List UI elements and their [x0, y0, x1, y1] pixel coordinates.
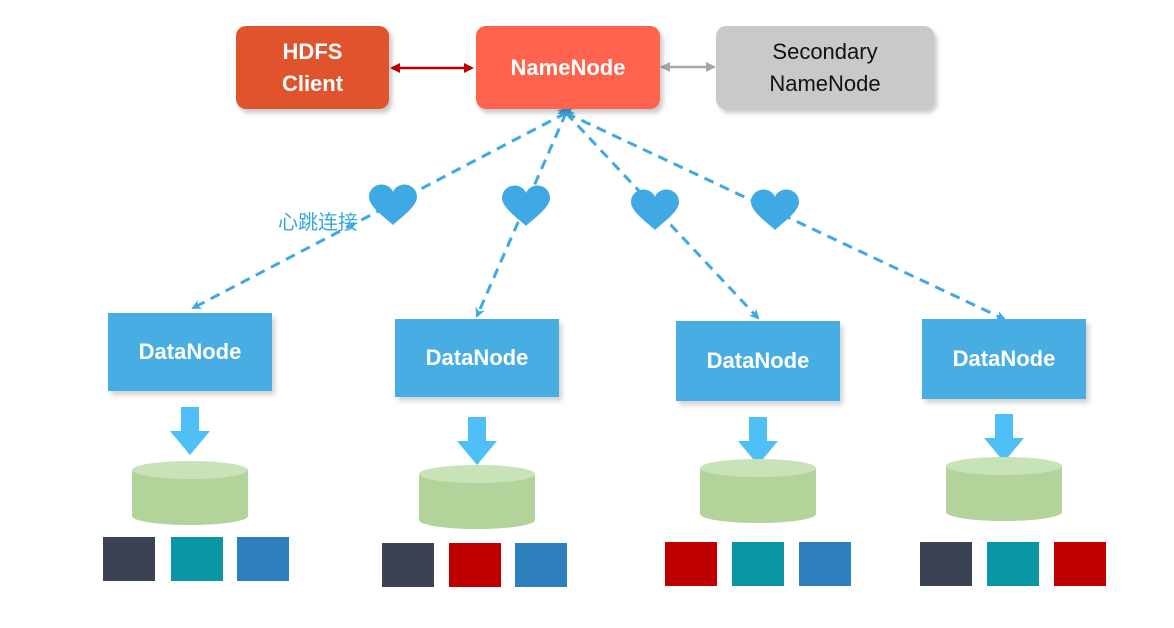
datanode-3-label: DataNode: [706, 348, 810, 374]
hdfs-client-node: HDFS Client: [236, 26, 389, 109]
data-block-teal: [987, 542, 1039, 586]
down-arrow-icon: [738, 417, 778, 465]
heart-icons: [369, 184, 799, 230]
secondary-line2: NameNode: [769, 70, 881, 96]
datanode-2: DataNode: [395, 319, 559, 397]
secondary-namenode-node: Secondary NameNode: [716, 26, 934, 109]
datanode-1-label: DataNode: [138, 339, 242, 365]
data-block-red: [449, 543, 501, 587]
data-block-blue: [799, 542, 851, 586]
data-block-red: [665, 542, 717, 586]
down-arrow-icon: [457, 417, 497, 465]
disks: [132, 457, 1062, 529]
secondary-line1: Secondary: [772, 38, 878, 64]
disk-3: [700, 459, 816, 523]
heartbeat-label: 心跳连接: [278, 210, 358, 234]
down-arrows: [170, 407, 1024, 465]
datanode-2-label: DataNode: [425, 345, 529, 371]
heart-icon: [502, 185, 550, 226]
heart-icon: [631, 189, 679, 230]
hdfs-client-line2: Client: [281, 70, 344, 96]
data-block-teal: [171, 537, 223, 581]
data-block-navy: [103, 537, 155, 581]
data-block-blue: [515, 543, 567, 587]
data-block-navy: [920, 542, 972, 586]
down-arrow-icon: [984, 414, 1024, 462]
heart-icon: [751, 189, 799, 230]
datanode-4: DataNode: [922, 319, 1086, 399]
data-block-red: [1054, 542, 1106, 586]
namenode-label: NameNode: [510, 54, 626, 80]
data-block-blue: [237, 537, 289, 581]
disk-4: [946, 457, 1062, 521]
down-arrow-icon: [170, 407, 210, 455]
data-blocks: [103, 537, 1106, 587]
disk-1: [132, 461, 248, 525]
namenode-node: NameNode: [476, 26, 660, 109]
hdfs-client-line1: HDFS: [282, 38, 343, 64]
disk-2: [419, 465, 535, 529]
datanode-4-label: DataNode: [952, 346, 1056, 372]
heart-icon: [369, 184, 417, 225]
data-block-teal: [732, 542, 784, 586]
datanode-3: DataNode: [676, 321, 840, 401]
datanode-1: DataNode: [108, 313, 272, 391]
data-block-navy: [382, 543, 434, 587]
